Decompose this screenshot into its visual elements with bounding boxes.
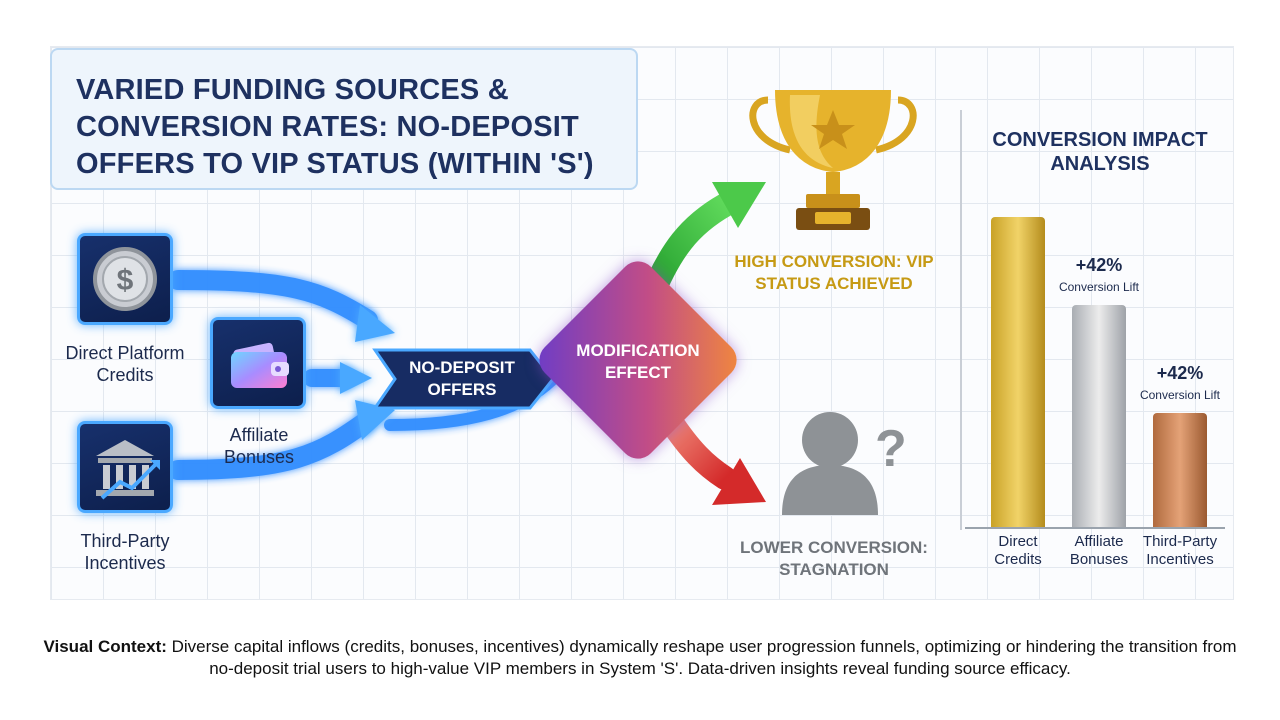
title-box: VARIED FUNDING SOURCES & CONVERSION RATE… bbox=[50, 48, 638, 190]
bar-0 bbox=[991, 217, 1045, 527]
category-label-2: Third-Party Incentives bbox=[1142, 533, 1218, 568]
page-title: VARIED FUNDING SOURCES & CONVERSION RATE… bbox=[76, 74, 594, 180]
section-divider bbox=[960, 110, 962, 530]
down-arrow bbox=[658, 408, 737, 490]
footer-text: Diverse capital inflows (credits, bonuse… bbox=[166, 637, 1237, 678]
source-card-third-party bbox=[77, 421, 173, 513]
flow-arrow-direct-credits bbox=[168, 270, 378, 330]
hub-label: NO-DEPOSIT OFFERS bbox=[409, 358, 515, 399]
modification-label: MODIFICATION EFFECT bbox=[576, 341, 700, 382]
wallet-icon bbox=[231, 342, 289, 388]
bar-annotation-value-2: +42% bbox=[1156, 363, 1204, 383]
arrowhead-direct bbox=[355, 305, 395, 342]
high-conversion-label: HIGH CONVERSION: VIP STATUS ACHIEVED bbox=[734, 252, 934, 293]
bar-annotation-value-1: +42% bbox=[1075, 255, 1123, 275]
category-label-1: Affiliate Bonuses bbox=[1069, 533, 1129, 568]
chart-baseline bbox=[965, 527, 1225, 529]
source-card-affiliate bbox=[210, 317, 306, 409]
bar-1 bbox=[1072, 305, 1126, 527]
footer-label: Visual Context: bbox=[43, 637, 167, 656]
flow-arrow-third-party bbox=[168, 410, 378, 480]
source-label-direct-credits: Direct Platform Credits bbox=[65, 343, 185, 385]
category-label-0: Direct Credits bbox=[994, 533, 1042, 568]
bar-2 bbox=[1153, 413, 1207, 527]
footer-caption: Visual Context: Diverse capital inflows … bbox=[40, 636, 1240, 680]
chart-title: CONVERSION IMPACT ANALYSIS bbox=[992, 129, 1208, 175]
arrowhead-affiliate bbox=[340, 362, 372, 394]
source-label-third-party: Third-Party Incentives bbox=[80, 531, 170, 573]
bank-growth-icon bbox=[96, 440, 160, 500]
low-conversion-label: LOWER CONVERSION: STAGNATION bbox=[740, 538, 928, 579]
down-arrowhead bbox=[712, 458, 766, 505]
hub-shape bbox=[372, 348, 555, 410]
svg-text:$: $ bbox=[117, 264, 134, 297]
source-label-affiliate: Affiliate Bonuses bbox=[223, 425, 295, 467]
source-card-direct-credits: $ bbox=[77, 233, 173, 325]
question-user-icon: ? bbox=[782, 412, 907, 515]
up-arrowhead bbox=[712, 182, 766, 228]
dollar-coin-icon: $ bbox=[93, 247, 157, 311]
bar-annotation-label-2: Conversion Lift bbox=[1139, 388, 1221, 402]
trophy-icon bbox=[749, 90, 917, 230]
bar-annotation-label-1: Conversion Lift bbox=[1058, 280, 1140, 294]
arrowhead-third-party bbox=[355, 400, 395, 440]
svg-text:?: ? bbox=[875, 420, 907, 478]
